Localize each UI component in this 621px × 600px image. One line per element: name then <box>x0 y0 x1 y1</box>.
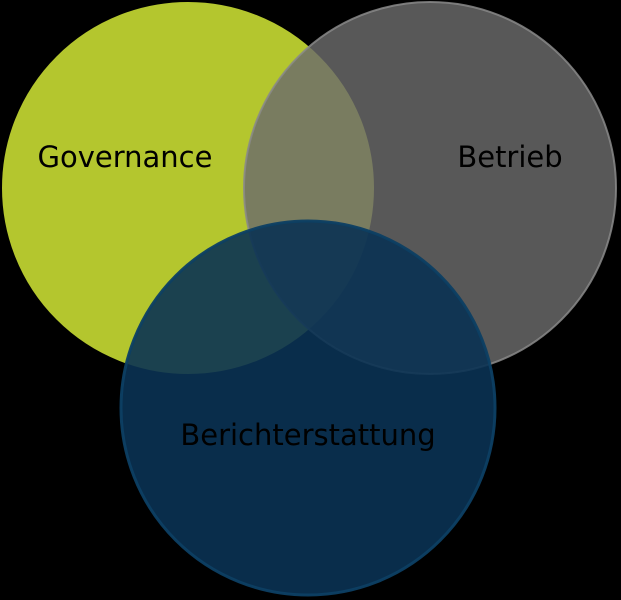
venn-label-berichterstattung: Berichterstattung <box>180 418 435 452</box>
venn-label-governance: Governance <box>38 140 213 174</box>
venn-circle-berichterstattung[interactable] <box>119 219 497 597</box>
venn-label-betrieb: Betrieb <box>457 140 562 174</box>
